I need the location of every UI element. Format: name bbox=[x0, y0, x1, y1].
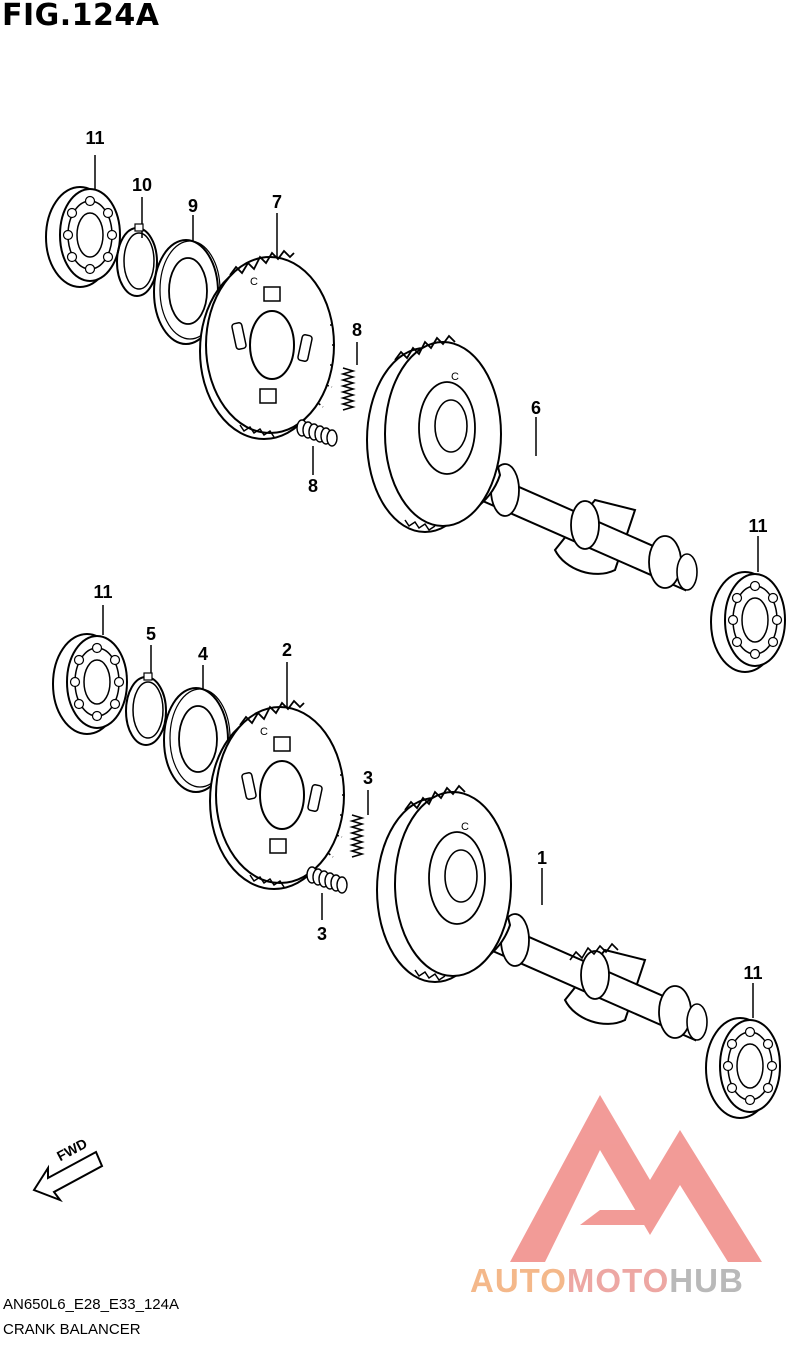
upper-assembly bbox=[45, 155, 786, 673]
watermark-part-auto: AUTO bbox=[470, 1262, 567, 1299]
callout-circlip-lower: 5 bbox=[145, 624, 157, 644]
ball-bearing-lower-right bbox=[705, 1017, 781, 1119]
callout-washer-lower: 4 bbox=[197, 644, 209, 664]
callout-circlip-upper: 10 bbox=[131, 175, 153, 195]
watermark-text: AUTOMOTOHUB bbox=[470, 1262, 744, 1300]
callout-spring-upper-bottom: 8 bbox=[307, 476, 319, 496]
balancer-shaft-lower bbox=[376, 785, 708, 1041]
callout-spring-lower-top: 3 bbox=[362, 768, 374, 788]
circlip-lower bbox=[125, 672, 167, 746]
figure-name: CRANK BALANCER bbox=[3, 1321, 141, 1338]
callout-shaft-upper: 6 bbox=[530, 398, 542, 418]
callout-gear-lower: 2 bbox=[281, 640, 293, 660]
ball-bearing-upper-left bbox=[45, 186, 121, 288]
spring-upper-bottom bbox=[296, 419, 338, 447]
callout-bearing-lower-right: 11 bbox=[743, 963, 763, 983]
callout-bearing-upper-right: 11 bbox=[748, 516, 768, 536]
ball-bearing-lower-left bbox=[52, 633, 128, 735]
lower-assembly bbox=[52, 605, 781, 1119]
spring-upper-top bbox=[342, 367, 354, 411]
spring-lower-bottom bbox=[306, 866, 348, 894]
watermark-part-moto: MOTO bbox=[566, 1262, 670, 1299]
callout-washer-upper: 9 bbox=[187, 196, 199, 216]
callout-shaft-lower: 1 bbox=[536, 848, 548, 868]
figure-code: AN650L6_E28_E33_124A bbox=[3, 1296, 179, 1313]
scissor-gear-upper bbox=[199, 250, 339, 440]
callout-spring-lower-bottom: 3 bbox=[316, 924, 328, 944]
callout-bearing-upper-left: 11 bbox=[85, 128, 105, 148]
callout-spring-upper-top: 8 bbox=[351, 320, 363, 340]
fwd-arrow-icon bbox=[32, 1150, 104, 1203]
drive-gear-teeth bbox=[569, 942, 619, 961]
watermark-logo-icon bbox=[510, 1095, 762, 1262]
scissor-gear-lower bbox=[209, 700, 349, 890]
callout-gear-upper: 7 bbox=[271, 192, 283, 212]
balancer-shaft-upper bbox=[366, 335, 698, 591]
watermark-part-hub: HUB bbox=[669, 1262, 744, 1299]
spring-lower-top bbox=[351, 814, 363, 858]
ball-bearing-upper-right bbox=[710, 571, 786, 673]
circlip-upper bbox=[116, 223, 158, 297]
callout-bearing-lower-left: 11 bbox=[93, 582, 113, 602]
figure-title: FIG.124A bbox=[2, 0, 160, 33]
